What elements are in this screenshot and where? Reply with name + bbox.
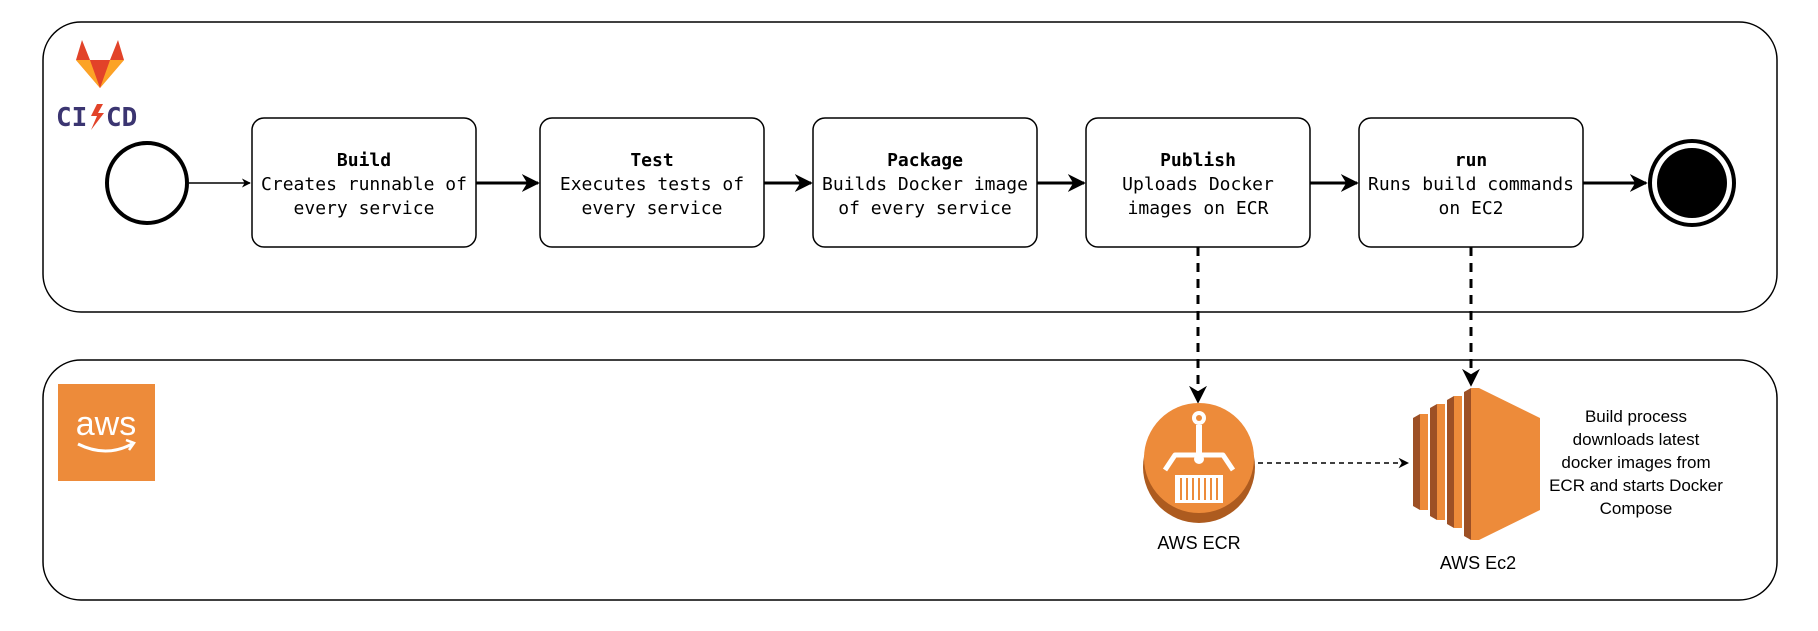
- stage-desc-line1: Builds Docker image: [822, 174, 1028, 195]
- ecr-label: AWS ECR: [1157, 533, 1240, 553]
- stage-desc-line1: Uploads Docker: [1122, 174, 1274, 195]
- aws-ec2-icon: [1413, 388, 1540, 540]
- start-event: [105, 141, 189, 225]
- stage-desc-line1: Creates runnable of: [261, 174, 467, 195]
- stage-title: Publish: [1160, 150, 1236, 171]
- note-line1: Build process: [1585, 407, 1687, 426]
- stage-desc-line2: on EC2: [1438, 198, 1503, 219]
- gitlab-fox-icon: [76, 40, 124, 88]
- note-line2: downloads latest: [1573, 430, 1700, 449]
- stage-title: Build: [337, 150, 391, 171]
- cicd-text-right: CD: [106, 103, 137, 133]
- stage-desc-line2: images on ECR: [1128, 198, 1269, 219]
- gitlab-cicd-logo: CI CD: [56, 40, 137, 133]
- stage-package: Package Builds Docker image of every ser…: [812, 117, 1038, 248]
- cicd-text-left: CI: [56, 103, 87, 133]
- stage-run: run Runs build commands on EC2: [1358, 117, 1584, 248]
- aws-pool: [42, 359, 1778, 601]
- stage-desc-line2: every service: [582, 198, 723, 219]
- stage-title: Test: [630, 150, 673, 171]
- note-line5: Compose: [1600, 499, 1673, 518]
- cicd-pool: [42, 21, 1778, 313]
- aws-logo: aws: [58, 384, 155, 481]
- stage-publish: Publish Uploads Docker images on ECR: [1085, 117, 1311, 248]
- stage-title: run: [1455, 150, 1488, 171]
- aws-logo-text: aws: [76, 405, 136, 443]
- stage-desc-line1: Executes tests of: [560, 174, 744, 195]
- stage-test: Test Executes tests of every service: [539, 117, 765, 248]
- stage-desc-line2: every service: [294, 198, 435, 219]
- lightning-bolt-icon: [91, 104, 104, 130]
- stage-title: Package: [887, 150, 963, 171]
- end-event: [1648, 139, 1736, 227]
- ec2-note: Build process downloads latest docker im…: [1549, 407, 1723, 518]
- stage-build: Build Creates runnable of every service: [251, 117, 477, 248]
- aws-smile-icon: [77, 442, 133, 453]
- stage-desc-line2: of every service: [838, 198, 1011, 219]
- ec2-label: AWS Ec2: [1440, 553, 1516, 573]
- stage-desc-line1: Runs build commands: [1368, 174, 1574, 195]
- note-line4: ECR and starts Docker: [1549, 476, 1723, 495]
- aws-ecr-icon: [1143, 403, 1255, 523]
- note-line3: docker images from: [1561, 453, 1710, 472]
